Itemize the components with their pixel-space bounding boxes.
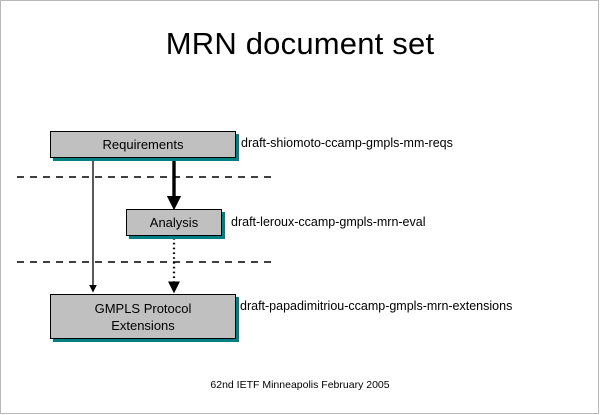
draft-caption-extensions: draft-papadimitriou-ccamp-gmpls-mrn-exte…: [240, 299, 513, 313]
node-box-requirements[interactable]: Requirements: [50, 131, 236, 158]
node-label-extensions: GMPLS Protocol Extensions: [91, 300, 196, 334]
node-label-requirements: Requirements: [102, 137, 184, 152]
node-label-extensions-line-2: Extensions: [111, 317, 175, 333]
slide-footer: 62nd IETF Minneapolis February 2005: [210, 379, 390, 391]
draft-caption-analysis: draft-leroux-ccamp-gmpls-mrn-eval: [231, 215, 426, 229]
node-box-extensions[interactable]: GMPLS Protocol Extensions: [50, 294, 236, 339]
node-label-analysis: Analysis: [149, 215, 199, 230]
draft-caption-requirements: draft-shiomoto-ccamp-gmpls-mm-reqs: [241, 136, 453, 150]
node-box-analysis[interactable]: Analysis: [126, 209, 222, 236]
node-label-extensions-line-1: GMPLS Protocol: [94, 300, 192, 316]
page-title: MRN document set: [165, 26, 435, 61]
